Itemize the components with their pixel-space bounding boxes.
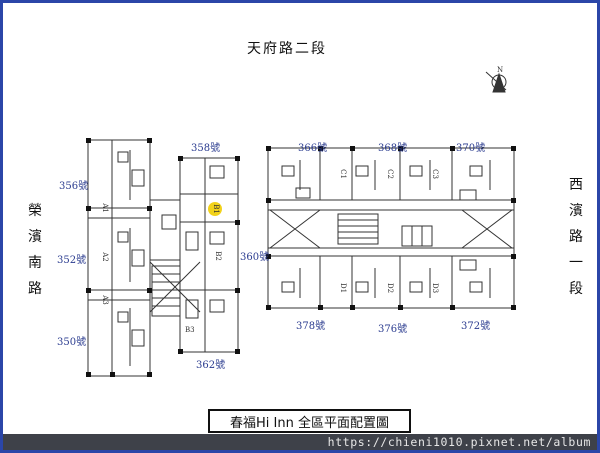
house-number-350: 350號 (57, 337, 87, 348)
unit-label-a3: A3 (100, 295, 109, 305)
right-core (269, 209, 513, 249)
house-number-370: 370號 (456, 143, 486, 154)
unit-label-d2: D2 (386, 282, 395, 294)
unit-label-a2: A2 (100, 252, 109, 262)
unit-label-c2: C2 (385, 169, 394, 179)
road-east-text: 西 濱 路 一 段 (569, 177, 583, 297)
road-east-label: 西 濱 路 一 段 (567, 172, 585, 302)
left-building-outline (87, 139, 151, 377)
unit-label-c3: C3 (430, 169, 439, 179)
road-west-label: 榮 濱 南 路 (26, 198, 44, 302)
house-number-366: 366號 (298, 143, 328, 154)
b-column-outline (179, 157, 239, 353)
unit-label-d1: D1 (339, 282, 348, 294)
plan-caption: 春福Hi Inn 全區平面配置圖 (230, 415, 389, 431)
right-building-outline (267, 147, 515, 309)
house-number-378: 378號 (296, 321, 326, 332)
unit-label-b1: B1 (211, 204, 220, 214)
left-core (149, 199, 201, 317)
house-number-368: 368號 (378, 143, 408, 154)
compass-icon (485, 71, 507, 93)
house-number-356: 356號 (59, 181, 89, 192)
structural-columns (86, 138, 516, 377)
house-number-358: 358號 (191, 143, 221, 154)
watermark-url: https://chieni1010.pixnet.net/album (327, 435, 591, 449)
house-number-362: 362號 (196, 360, 226, 371)
unit-label-a1: A1 (100, 203, 109, 213)
house-number-360: 360號 (240, 252, 270, 263)
house-number-352: 352號 (57, 255, 87, 266)
house-number-372: 372號 (461, 321, 491, 332)
watermark-bar: https://chieni1010.pixnet.net/album (3, 434, 597, 450)
road-north-label: 天府路二段 (247, 41, 327, 57)
unit-label-c1: C1 (338, 169, 347, 179)
road-west-text: 榮 濱 南 路 (28, 203, 42, 297)
house-number-376: 376號 (378, 324, 408, 335)
unit-label-d3: D3 (431, 282, 440, 294)
unit-label-b2: B2 (213, 251, 222, 261)
caption-box: 春福Hi Inn 全區平面配置圖 (208, 409, 411, 433)
unit-label-b3: B3 (185, 326, 195, 334)
b1-highlight-marker (208, 202, 222, 216)
compass-north-label: N (497, 66, 504, 74)
